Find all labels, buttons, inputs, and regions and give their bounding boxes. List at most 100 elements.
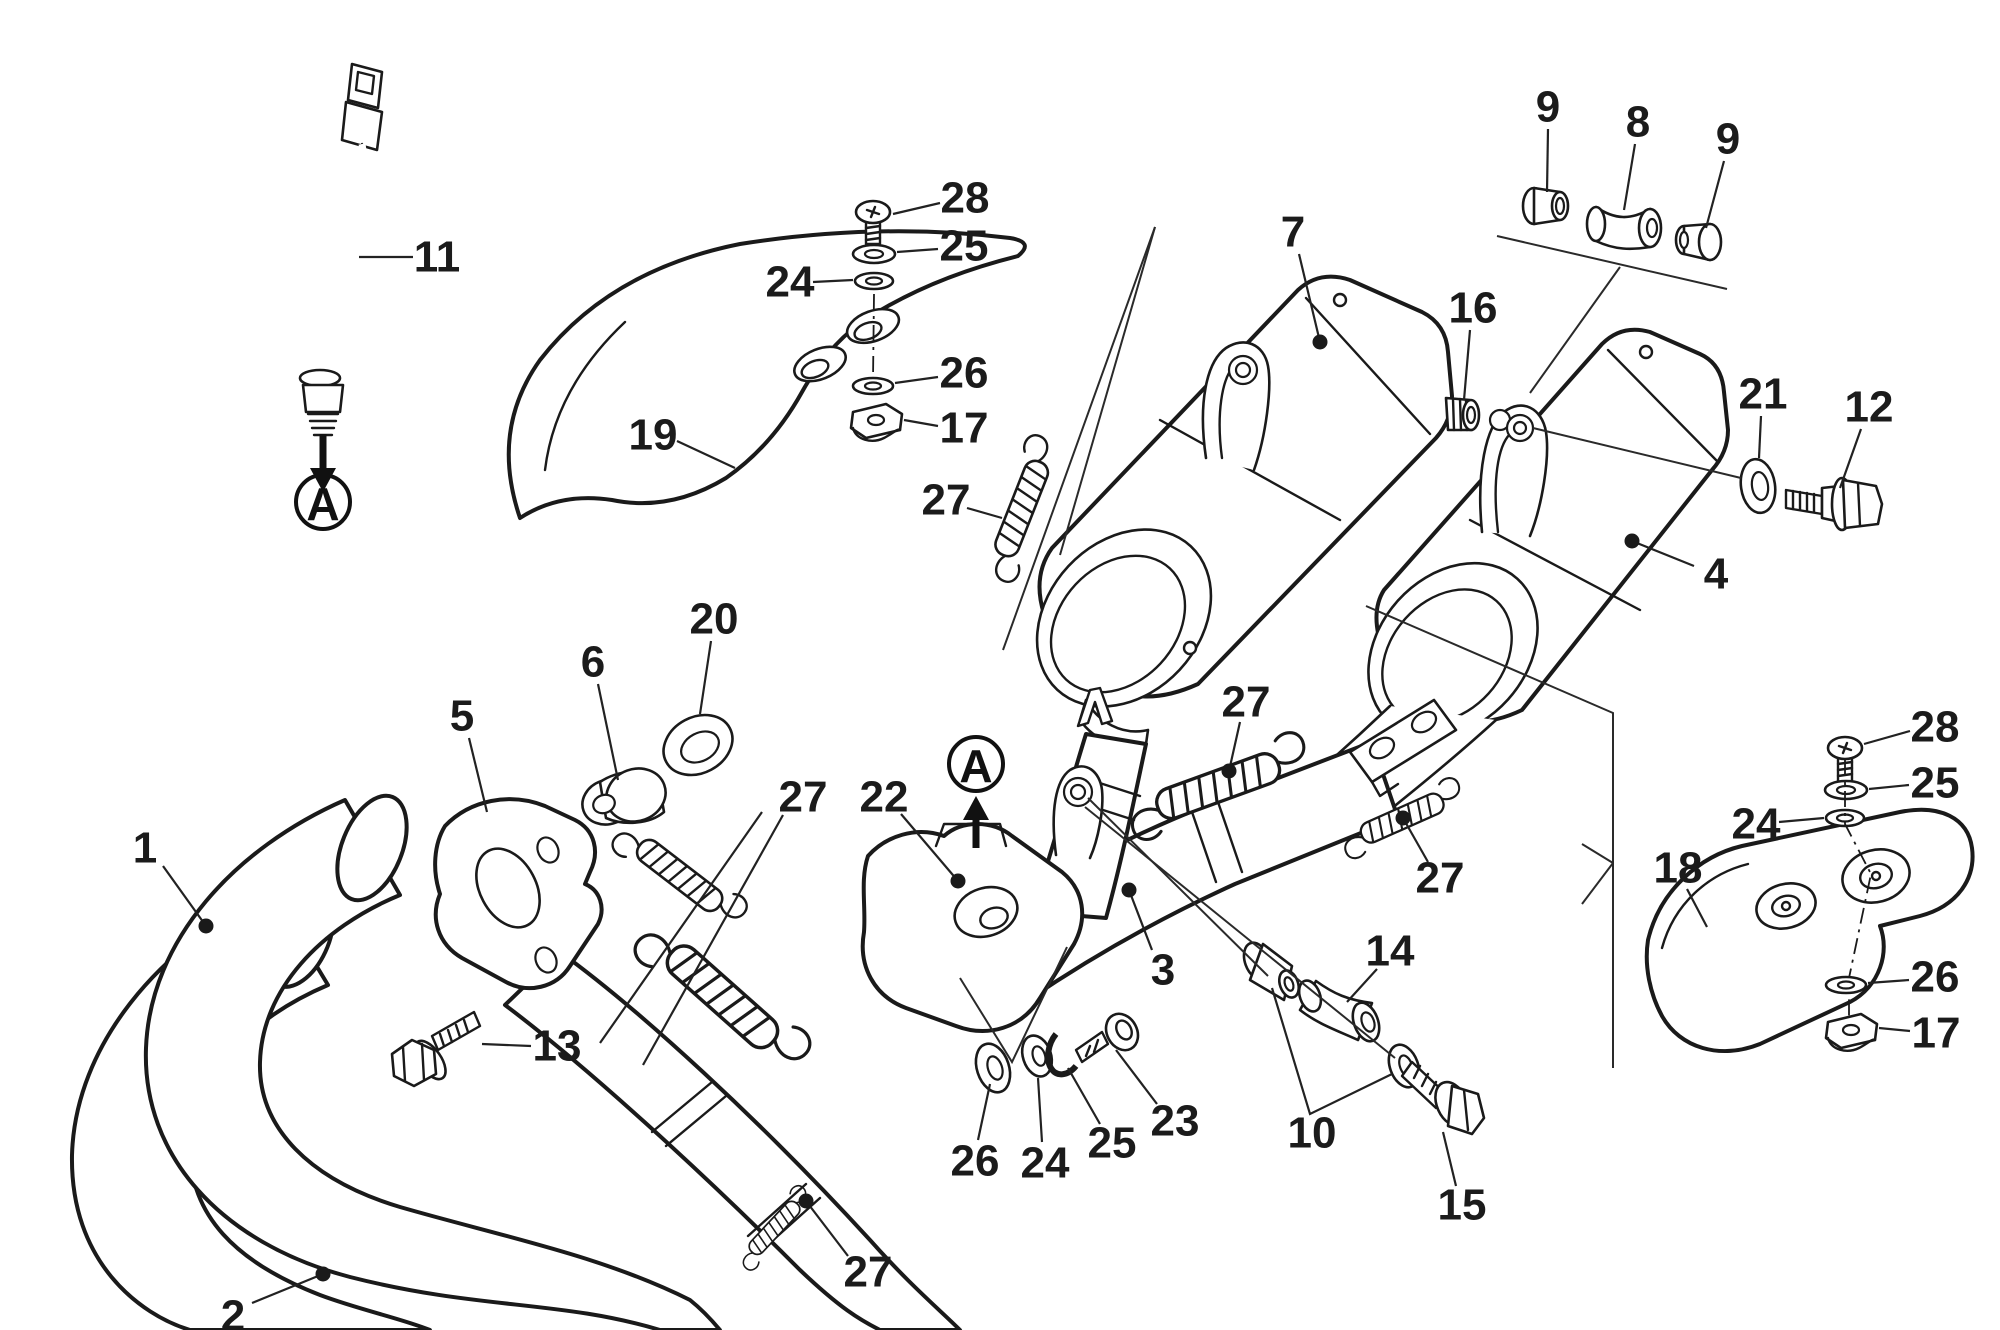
- callout-leader-dot: [198, 918, 214, 934]
- part-26-washer: [851, 376, 895, 396]
- callout-leader-line: [894, 375, 939, 385]
- callout-number-24: 24: [1732, 800, 1781, 849]
- callout-leader-line: [1868, 783, 1910, 791]
- callout-number-13: 13: [533, 1022, 582, 1071]
- part-7-silencer-left: [1035, 274, 1454, 748]
- callout-leader-line: [1704, 160, 1726, 229]
- callout-number-20: 20: [690, 595, 739, 644]
- centre-hanger-bracket: [1052, 765, 1104, 860]
- callout-number-27: 27: [1222, 678, 1271, 727]
- callout-number-18: 18: [1654, 844, 1703, 893]
- callout-leader-dot: [950, 873, 966, 889]
- callout-number-23: 23: [1151, 1097, 1200, 1146]
- callout-leader-line: [1757, 415, 1763, 459]
- callout-number-1: 1: [133, 824, 157, 873]
- part-11-lambda-sensor: [298, 62, 384, 437]
- callout-leader-line: [698, 640, 713, 715]
- part-1-header-pipe-upper: [143, 793, 722, 1330]
- part-12-flange-bolt: [1784, 476, 1884, 532]
- callout-leader-line: [976, 1083, 992, 1141]
- spring: [606, 812, 753, 939]
- callout-number-22: 22: [860, 773, 909, 822]
- callout-number-16: 16: [1449, 284, 1498, 333]
- part-15-flange-bolt: [1387, 1043, 1486, 1136]
- part-10-bushing: [1242, 941, 1301, 1002]
- callout-leader-dot: [315, 1266, 331, 1282]
- callout-number-17: 17: [940, 404, 989, 453]
- part-25-washer: [1823, 779, 1869, 801]
- callout-number-3: 3: [1151, 946, 1175, 995]
- callout-leader-line: [1631, 539, 1695, 568]
- part-9-bushing-right: [1674, 222, 1723, 262]
- part-28-screw: [854, 199, 892, 246]
- part-26-washer: [974, 1042, 1012, 1094]
- callout-leader-line: [1127, 889, 1154, 951]
- part-5-exhaust-flange: [433, 797, 604, 991]
- callout-leader-dot: [1312, 334, 1328, 350]
- view-marker-circle: [947, 735, 1005, 793]
- callout-leader-line: [812, 278, 854, 284]
- callout-leader-line: [1441, 1131, 1458, 1187]
- callout-leader-line: [1878, 1026, 1911, 1033]
- part-19-heat-shield: [506, 229, 1027, 520]
- callout-number-11: 11: [414, 233, 461, 282]
- callout-leader-line: [1346, 968, 1378, 1003]
- callout-number-15: 15: [1438, 1181, 1487, 1230]
- callout-leader-line: [1402, 817, 1429, 863]
- callout-leader-line: [1270, 987, 1393, 1116]
- callout-leader-line: [805, 1200, 849, 1257]
- callout-number-27: 27: [779, 773, 828, 822]
- callout-number-24: 24: [1021, 1139, 1070, 1188]
- part-13-flange-bolt: [390, 1010, 482, 1088]
- callout-leader-line: [596, 683, 620, 781]
- part-21-washer: [1739, 457, 1777, 515]
- callout-number-12: 12: [1845, 383, 1894, 432]
- callout-leader-line: [1115, 1049, 1158, 1105]
- callout-leader-line: [1622, 143, 1637, 211]
- callout-number-5: 5: [450, 692, 474, 741]
- pointer-lines: [959, 226, 1742, 1068]
- callout-leader-dot: [1221, 763, 1237, 779]
- part-6-grommet: [581, 767, 667, 826]
- callout-leader-line: [900, 813, 959, 882]
- callout-number-2: 2: [221, 1292, 245, 1330]
- part-17-clip-nut: [849, 402, 904, 442]
- callout-number-21: 21: [1739, 370, 1788, 419]
- callout-number-10: 10: [1288, 1109, 1337, 1158]
- callout-leader-line: [1227, 721, 1242, 772]
- callout-number-9: 9: [1536, 83, 1560, 132]
- view-marker-letter: A: [959, 740, 992, 792]
- callout-number-26: 26: [951, 1137, 1000, 1186]
- callout-leader-line: [481, 1042, 532, 1048]
- callout-leader-dot: [1395, 810, 1411, 826]
- callout-number-17: 17: [1912, 1009, 1961, 1058]
- callout-leader-line: [966, 506, 1003, 520]
- callout-number-28: 28: [1911, 703, 1960, 752]
- view-marker-arrow-head: [963, 796, 989, 820]
- callout-leader-line: [1867, 978, 1910, 985]
- fastener-stack-top: [849, 199, 904, 442]
- callout-number-28: 28: [941, 174, 990, 223]
- callout-number-14: 14: [1366, 927, 1415, 976]
- callout-leader-line: [1297, 253, 1322, 343]
- part-16-nut: [1444, 396, 1481, 432]
- callout-leader-line: [1462, 329, 1472, 401]
- callout-leader-line: [1838, 428, 1863, 489]
- callout-leader-dot: [1624, 533, 1640, 549]
- callout-leader-line: [251, 1272, 324, 1305]
- callout-layer: 1234567899101112131415161717181920212223…: [133, 83, 1961, 1330]
- callout-leader-line: [162, 865, 207, 927]
- part-20-gasket-ring: [662, 713, 734, 777]
- part-8-spacer-bushing: [1585, 205, 1663, 251]
- callout-leader-dot: [1121, 882, 1137, 898]
- part-24-washer: [1824, 808, 1866, 828]
- callout-number-4: 4: [1704, 550, 1729, 599]
- callout-leader-line: [896, 247, 939, 254]
- callout-number-27: 27: [1416, 854, 1465, 903]
- header-pipe-run: [503, 950, 962, 1330]
- callout-leader-line: [1686, 888, 1708, 928]
- callout-leader-line: [1545, 128, 1550, 193]
- fastener-stack-right: [1823, 735, 1879, 1052]
- callout-leader-line: [1067, 1067, 1101, 1125]
